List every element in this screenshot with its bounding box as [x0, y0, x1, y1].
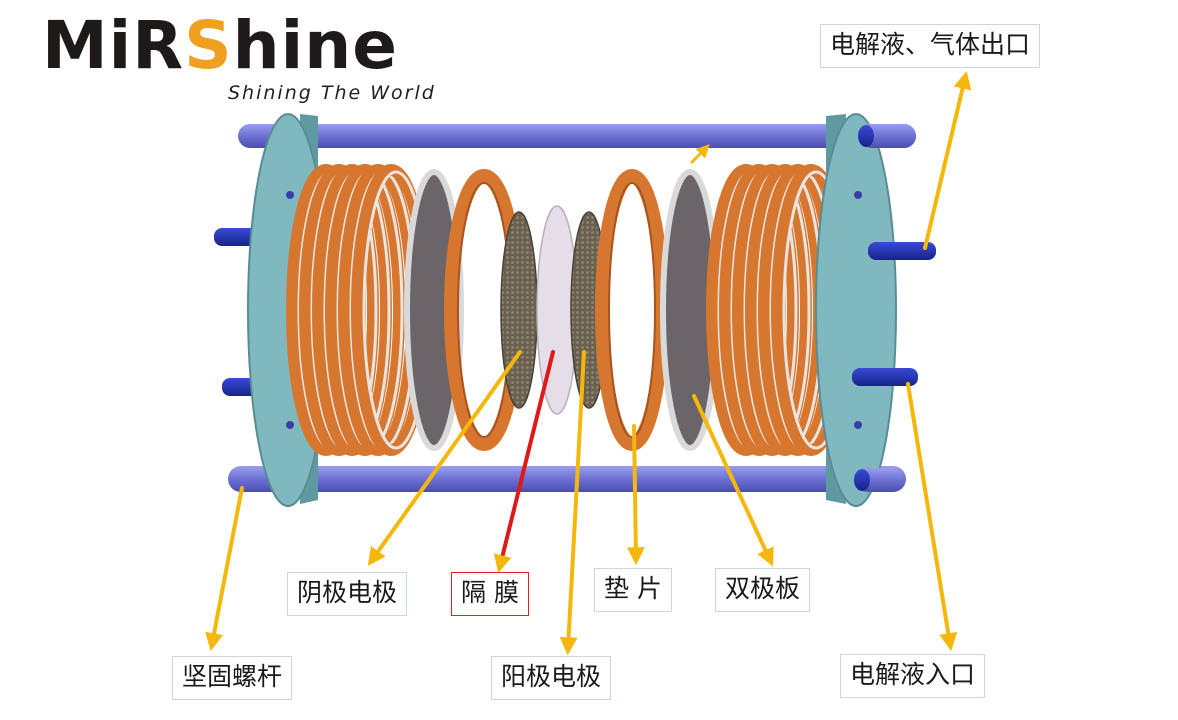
left-copper-stack	[286, 164, 431, 456]
brand-name: MiRShine	[42, 7, 399, 84]
gasket-ring-right	[595, 169, 669, 451]
bipolar-plate-left	[404, 169, 464, 451]
label-inlet: 电解液入口	[840, 654, 986, 698]
label-bipolar: 双极板	[715, 568, 811, 612]
brand-tagline: Shining The World	[228, 82, 436, 104]
right-copper-ring	[732, 164, 812, 456]
left-copper-ring	[325, 164, 405, 456]
left-copper-ring	[299, 164, 379, 456]
label-gasket: 垫 片	[594, 568, 672, 612]
label-cathode: 阴极电极	[287, 572, 408, 616]
callout-arrows	[205, 70, 972, 656]
rod-ends-right	[854, 124, 916, 492]
label-anode: 阳极电极	[491, 656, 612, 700]
label-outlet: 电解液、气体出口	[820, 24, 1041, 68]
right-copper-ring	[719, 164, 799, 456]
label-bolt: 坚固螺杆	[172, 656, 293, 700]
label-membrane: 隔 膜	[451, 572, 529, 616]
left-copper-ring	[312, 164, 392, 456]
right-end-flange	[815, 113, 897, 507]
right-ports	[852, 242, 936, 386]
brand-logo: MiRShine Shining The World	[42, 6, 462, 106]
cathode-mesh	[500, 211, 538, 409]
